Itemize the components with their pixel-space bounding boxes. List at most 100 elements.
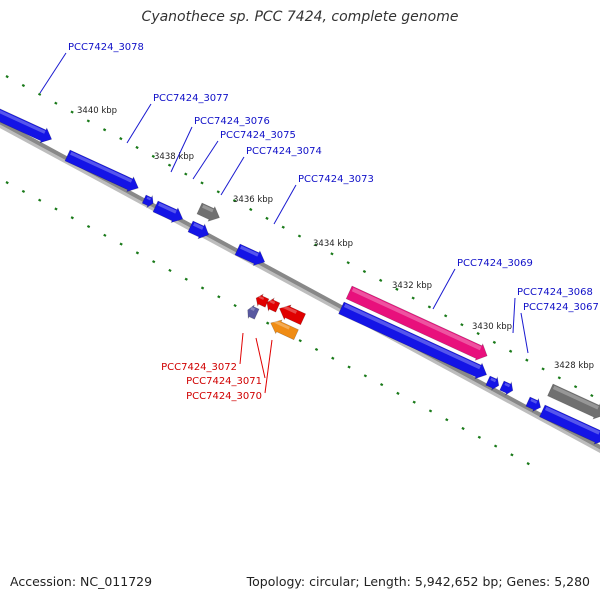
tick-mark bbox=[168, 268, 172, 273]
gene-arrow-PCC7424_3070-highlight bbox=[273, 319, 290, 330]
gene-arrow-PCC7424_3069b bbox=[338, 301, 488, 380]
tick-mark bbox=[445, 418, 449, 422]
tick-mark bbox=[557, 376, 562, 380]
gene-leader-line bbox=[432, 268, 456, 310]
tick-mark bbox=[70, 216, 74, 220]
gene-arrow-PCC7424_3073a bbox=[187, 220, 210, 240]
gene-label-PCC7424_3071: PCC7424_3071 bbox=[186, 376, 262, 387]
gene-arrow-blue-right-highlight bbox=[544, 406, 600, 435]
outer-tick-rail bbox=[5, 75, 594, 398]
genome-backbone-shadow bbox=[0, 121, 600, 453]
tick-mark bbox=[412, 400, 416, 404]
tick-mark bbox=[379, 383, 384, 387]
gene-arrow-PCC7424_3068-highlight bbox=[490, 377, 497, 383]
tick-mark bbox=[477, 435, 482, 439]
gene-arrow-PCC7424_3066-highlight bbox=[530, 398, 538, 404]
tick-mark bbox=[493, 444, 498, 448]
gene-arrow-PCC7424_3075 bbox=[152, 200, 184, 223]
tick-mark bbox=[541, 367, 545, 371]
topology-text: Topology: circular; Length: 5,942,652 bp… bbox=[246, 574, 590, 589]
gene-arrow-red-3 bbox=[279, 304, 307, 326]
gene-leader-line bbox=[512, 297, 516, 334]
gene-arrow-PCC7424_3077-highlight bbox=[70, 151, 133, 183]
tick-label: 3434 kbp bbox=[313, 239, 353, 249]
gene-label-PCC7424_3073: PCC7424_3073 bbox=[298, 174, 374, 185]
tick-label: 3436 kbp bbox=[233, 195, 273, 205]
gene-arrow-PCC7424_3069b-highlight bbox=[343, 303, 481, 370]
gene-arrow-PCC7424_3074 bbox=[196, 202, 220, 222]
tick-mark bbox=[86, 119, 91, 123]
gene-arrow-PCC7424_3066 bbox=[525, 396, 541, 413]
tick-mark bbox=[510, 453, 514, 457]
tick-mark bbox=[314, 347, 319, 352]
gene-arrow-PCC7424_3072-highlight bbox=[250, 306, 256, 312]
gene-arrow-red-1-highlight bbox=[258, 295, 265, 300]
tick-mark bbox=[476, 331, 480, 336]
gene-leader-line bbox=[264, 339, 273, 394]
tick-mark bbox=[362, 269, 367, 274]
tick-mark bbox=[86, 224, 91, 229]
tick-label: 3432 kbp bbox=[392, 281, 432, 291]
tick-mark bbox=[363, 374, 368, 378]
tick-mark bbox=[427, 305, 432, 309]
gene-arrow-PCC7424_3068 bbox=[485, 375, 500, 391]
tick-mark bbox=[103, 233, 107, 237]
tick-mark bbox=[216, 190, 220, 194]
tick-mark bbox=[346, 261, 350, 265]
tick-label: 3428 kbp bbox=[554, 361, 594, 371]
inner-tick-rail bbox=[5, 181, 530, 466]
tick-mark bbox=[151, 154, 155, 158]
tick-mark bbox=[232, 199, 237, 203]
tick-mark bbox=[217, 295, 221, 299]
gene-label-PCC7424_3069: PCC7424_3069 bbox=[457, 258, 533, 269]
gene-leader-line bbox=[39, 52, 67, 94]
tick-mark bbox=[233, 303, 237, 308]
tick-mark bbox=[5, 181, 9, 185]
gene-label-PCC7424_3076: PCC7424_3076 bbox=[194, 116, 270, 127]
tick-mark bbox=[119, 137, 123, 141]
tick-mark bbox=[331, 356, 335, 360]
tick-mark bbox=[135, 145, 139, 150]
gene-leader-line bbox=[220, 156, 245, 196]
tick-mark bbox=[314, 243, 318, 247]
tick-mark bbox=[492, 340, 497, 344]
tick-mark bbox=[428, 409, 433, 413]
gene-arrow-red-2-highlight bbox=[269, 299, 276, 305]
tick-mark bbox=[200, 181, 204, 185]
tick-mark bbox=[5, 75, 9, 79]
tick-mark bbox=[119, 242, 123, 246]
tick-mark bbox=[330, 252, 334, 256]
gene-label-PCC7424_3067: PCC7424_3067 bbox=[523, 302, 599, 313]
gene-leader-line bbox=[520, 312, 529, 354]
gene-leader-line bbox=[239, 332, 244, 365]
tick-mark bbox=[460, 323, 464, 327]
gene-arrow-PCC7424_3073a-highlight bbox=[193, 222, 204, 230]
tick-mark bbox=[54, 207, 58, 211]
tick-mark bbox=[461, 426, 465, 431]
gene-arrow-red-1 bbox=[255, 293, 270, 308]
gene-arrow-PCC7424_3078 bbox=[0, 108, 53, 144]
map-title: Cyanothece sp. PCC 7424, complete genome bbox=[141, 9, 459, 25]
gene-arrow-PCC7424_3072 bbox=[247, 304, 260, 320]
tick-mark bbox=[265, 216, 269, 220]
gene-leader-line bbox=[170, 126, 193, 173]
gene-arrow-blue-right bbox=[539, 404, 600, 445]
tick-mark bbox=[54, 101, 58, 105]
tick-mark bbox=[184, 277, 188, 281]
tick-mark bbox=[102, 128, 107, 132]
gene-arrow-PCC7424_3075-highlight bbox=[158, 202, 177, 214]
tick-mark bbox=[347, 365, 351, 369]
tick-mark bbox=[38, 198, 42, 202]
tick-mark bbox=[573, 385, 578, 389]
tick-mark bbox=[21, 83, 26, 88]
gene-arrow-PCC7424_3069-highlight bbox=[351, 287, 482, 351]
tick-mark bbox=[590, 393, 594, 398]
tick-mark bbox=[266, 321, 270, 325]
gene-arrow-red-3-highlight bbox=[282, 304, 298, 314]
gene-arrow-PCC7424_3074-highlight bbox=[202, 204, 214, 213]
tick-label: 3438 kbp bbox=[154, 152, 194, 162]
tick-mark bbox=[281, 225, 285, 229]
gene-label-PCC7424_3078: PCC7424_3078 bbox=[68, 42, 144, 53]
tick-mark bbox=[525, 358, 529, 362]
